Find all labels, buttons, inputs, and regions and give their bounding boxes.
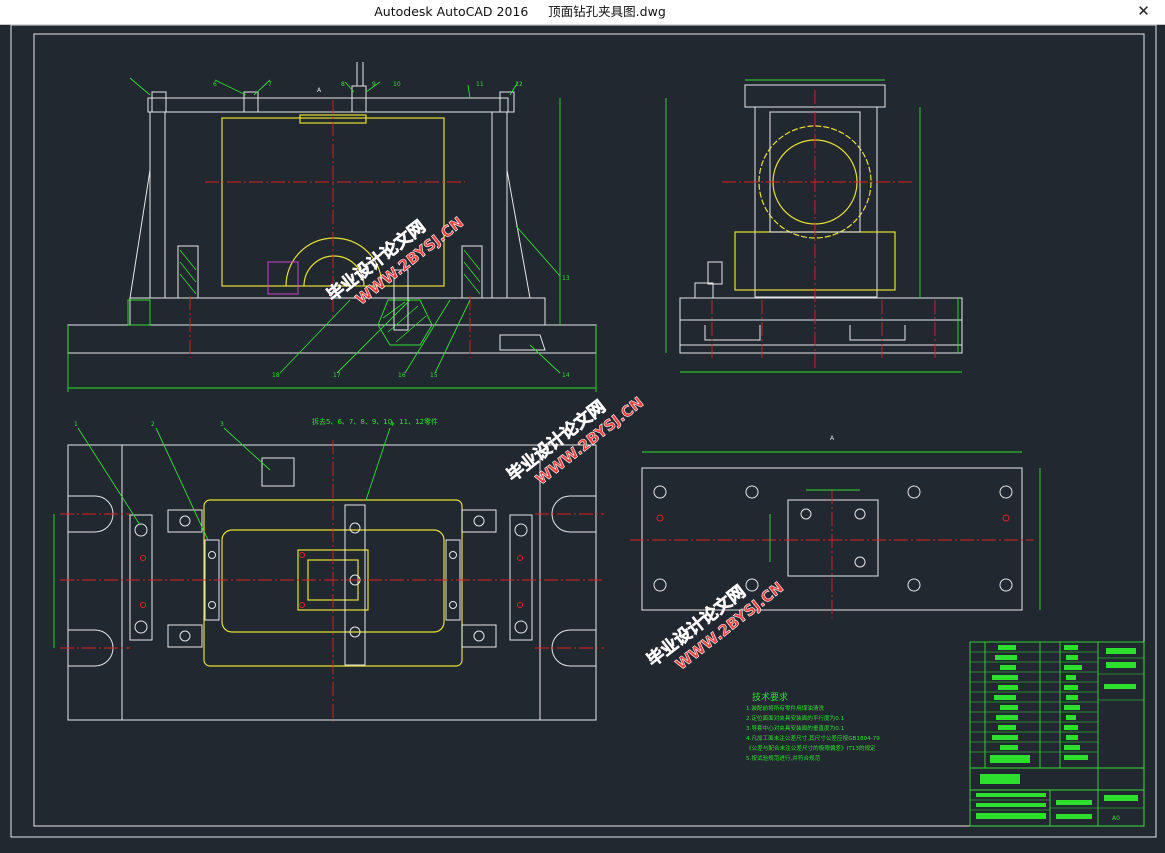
callout-2: 2 bbox=[151, 421, 155, 428]
close-button[interactable]: ✕ bbox=[1137, 3, 1150, 20]
callout-4: 4 bbox=[390, 421, 394, 428]
callout-14: 14 bbox=[562, 372, 570, 379]
drawing-canvas[interactable]: 6 7 8 9 10 11 12 13 18 17 16 15 14 A bbox=[0, 24, 1165, 848]
callout-16: 16 bbox=[398, 372, 406, 379]
callout-7: 7 bbox=[268, 81, 272, 88]
title-block-code: A0 bbox=[1112, 815, 1120, 822]
callout-9: 9 bbox=[372, 81, 376, 88]
tech-req-heading: 技术要求 bbox=[752, 691, 788, 703]
section-letter: A bbox=[317, 87, 322, 94]
aux-view-label: A bbox=[830, 435, 835, 442]
watermark-3: 毕业设计论文网 WWW.2BYSJ.CN bbox=[643, 578, 788, 674]
drawing-svg[interactable]: 6 7 8 9 10 11 12 13 18 17 16 15 14 A bbox=[0, 24, 1165, 848]
callout-3: 3 bbox=[220, 421, 224, 428]
callout-11: 11 bbox=[476, 81, 484, 88]
tech-req-line-3: 3.导套中心对夹具安装面的垂直度为0.1 bbox=[746, 724, 845, 732]
callout-12: 12 bbox=[515, 81, 523, 88]
front-section-view[interactable]: 6 7 8 9 10 11 12 13 18 17 16 15 14 A bbox=[67, 62, 597, 392]
title-block[interactable]: A0 bbox=[969, 641, 1145, 827]
inner-frame bbox=[33, 33, 1145, 827]
outer-border bbox=[10, 24, 1157, 838]
tech-req-line-5: 《公差与配合未注公差尺寸的极限偏差》IT13的规定 bbox=[746, 744, 876, 752]
tech-req-line-6: 5.按试验规范进行,并符合规范 bbox=[746, 754, 821, 762]
plan-view[interactable]: 1 2 3 4 拆去5、6、7、8、9、10、11、12零件 bbox=[53, 417, 604, 722]
plan-note: 拆去5、6、7、8、9、10、11、12零件 bbox=[312, 417, 438, 426]
tech-req-line-2: 2.定位面面对夹具安装面的平行度为0.1 bbox=[746, 714, 845, 722]
watermark-2: 毕业设计论文网 WWW.2BYSJ.CN bbox=[503, 393, 648, 489]
callout-13: 13 bbox=[562, 275, 570, 282]
tech-requirements: 技术要求 1.装配前将所有零件用煤油清洗 2.定位面面对夹具安装面的平行度为0.… bbox=[746, 691, 880, 762]
tech-req-line-1: 1.装配前将所有零件用煤油清洗 bbox=[746, 704, 824, 712]
callout-8: 8 bbox=[341, 81, 345, 88]
callout-17: 17 bbox=[333, 372, 341, 379]
callout-6: 6 bbox=[213, 81, 217, 88]
side-view[interactable] bbox=[665, 79, 963, 373]
callout-15: 15 bbox=[430, 372, 438, 379]
callout-10: 10 bbox=[393, 81, 401, 88]
title-bar: Autodesk AutoCAD 2016 顶面钻孔夹具图.dwg ✕ bbox=[0, 0, 1165, 25]
window-title: Autodesk AutoCAD 2016 顶面钻孔夹具图.dwg bbox=[374, 4, 666, 19]
aux-view-a[interactable]: A bbox=[630, 435, 1041, 618]
callout-1: 1 bbox=[74, 421, 78, 428]
tech-req-line-4: 4.凡加工面未注公差尺寸,其尺寸公差应按GB1804-79 bbox=[746, 734, 880, 742]
callout-18: 18 bbox=[272, 372, 280, 379]
